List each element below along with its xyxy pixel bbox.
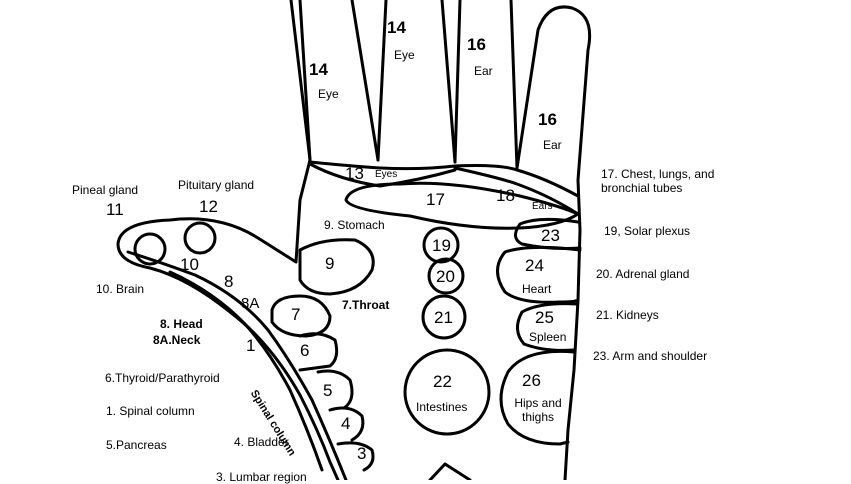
index-finger: [298, 0, 380, 162]
zone-8-number: 8: [224, 272, 234, 291]
zone-25-number: 25: [535, 308, 554, 327]
zone-16-name-little: Ear: [543, 138, 562, 152]
zone-9-number: 9: [325, 254, 335, 273]
zone-24-shape: [496, 245, 582, 304]
zone-7-number: 7: [291, 305, 301, 324]
zone-22-name: Intestines: [416, 400, 468, 414]
zone-3-number: 3: [357, 444, 367, 463]
zone-14-number-middle: 14: [387, 18, 406, 37]
legend-thyroid: 6.Thyroid/Parathyroid: [105, 371, 220, 385]
zone-18-name: Ears: [532, 201, 553, 212]
legend-chest: 17. Chest, lungs, and bronchial tubes: [601, 167, 715, 196]
zone-16-number-ring: 16: [467, 35, 486, 54]
zone-5-number: 5: [323, 381, 333, 400]
pituitary-gland-label: Pituitary gland: [178, 178, 255, 192]
legend-kidneys: 21. Kidneys: [596, 308, 659, 322]
zone-20-number: 20: [436, 267, 455, 286]
zone-14-name-middle: Eye: [394, 48, 415, 62]
zone-19-circle: [422, 226, 460, 264]
stomach-label: 9. Stomach: [324, 218, 385, 232]
spinal-band-line: [168, 270, 324, 472]
zone-11-number: 11: [106, 200, 124, 219]
zone-22-circle: [403, 348, 491, 436]
legend-head: 8. Head: [160, 317, 203, 331]
zone-14-name-index: Eye: [318, 87, 339, 101]
zone-17-number: 17: [426, 190, 445, 209]
zone-26-name: Hips and thighs: [514, 396, 562, 425]
zone-4-shape: [328, 406, 365, 442]
zone-12-circle: [183, 221, 217, 255]
zone-21-number: 21: [434, 308, 453, 327]
zone-16-number-little: 16: [538, 110, 557, 129]
legend-adrenal: 20. Adrenal gland: [596, 267, 690, 281]
zone-8a-number: 8A: [241, 295, 260, 312]
zone-20-circle: [427, 257, 465, 295]
zone-18-number: 18: [496, 186, 515, 205]
thumb-inner-line: [126, 250, 348, 480]
ring-finger: [453, 0, 519, 170]
middle-finger: [376, 0, 457, 164]
zone-9-shape: [298, 238, 375, 296]
zone-25-shape: [516, 302, 579, 352]
legend-neck: 8A.Neck: [153, 333, 201, 347]
zone-13-name: Eyes: [375, 169, 398, 180]
zone-18-band: [453, 166, 580, 216]
zone-19-number: 19: [432, 236, 451, 255]
zone-6-shape: [298, 332, 339, 372]
zone-21-circle: [421, 294, 467, 340]
zone-16-name-ring: Ear: [474, 64, 493, 78]
hand-outline-right: [563, 228, 582, 480]
legend-bladder: 4. Bladder: [234, 435, 289, 449]
legend-lumbar: 3. Lumbar region: [216, 470, 307, 484]
zone-3-shape: [336, 441, 375, 472]
bottom-shape: [428, 462, 472, 480]
hand-outline: [116, 0, 340, 480]
zone-4-number: 4: [341, 414, 351, 433]
little-finger: [515, 5, 592, 232]
zone-26-number: 26: [522, 371, 541, 390]
zone-11-circle: [133, 232, 167, 266]
legend-spinal-column: 1. Spinal column: [106, 404, 195, 418]
zone-14-number-index: 14: [309, 60, 328, 79]
legend-arm-shoulder: 23. Arm and shoulder: [593, 349, 708, 363]
zone-23-number: 23: [541, 226, 560, 245]
zone-22-number: 22: [433, 372, 452, 391]
legend-pancreas: 5.Pancreas: [106, 438, 167, 452]
zone-24-name: Heart: [522, 282, 552, 296]
legend-brain: 10. Brain: [96, 282, 145, 296]
throat-label: 7.Throat: [342, 298, 390, 312]
zone-5-shape: [316, 369, 354, 410]
legend-solar-plexus: 19, Solar plexus: [604, 224, 691, 238]
zone-7-shape: [270, 294, 332, 338]
zone-26-shape: [499, 349, 576, 446]
zone-12-number: 12: [199, 197, 218, 216]
zone-13-number: 13: [345, 164, 364, 183]
pineal-gland-label: Pineal gland: [72, 183, 139, 197]
zone-13-band: [308, 160, 580, 198]
zone-10-number: 10: [180, 255, 199, 274]
zone-24-number: 24: [525, 256, 544, 275]
zone-6-number: 6: [300, 341, 310, 360]
zone-1-number: 1: [246, 336, 256, 355]
zone-25-name: Spleen: [529, 330, 567, 344]
